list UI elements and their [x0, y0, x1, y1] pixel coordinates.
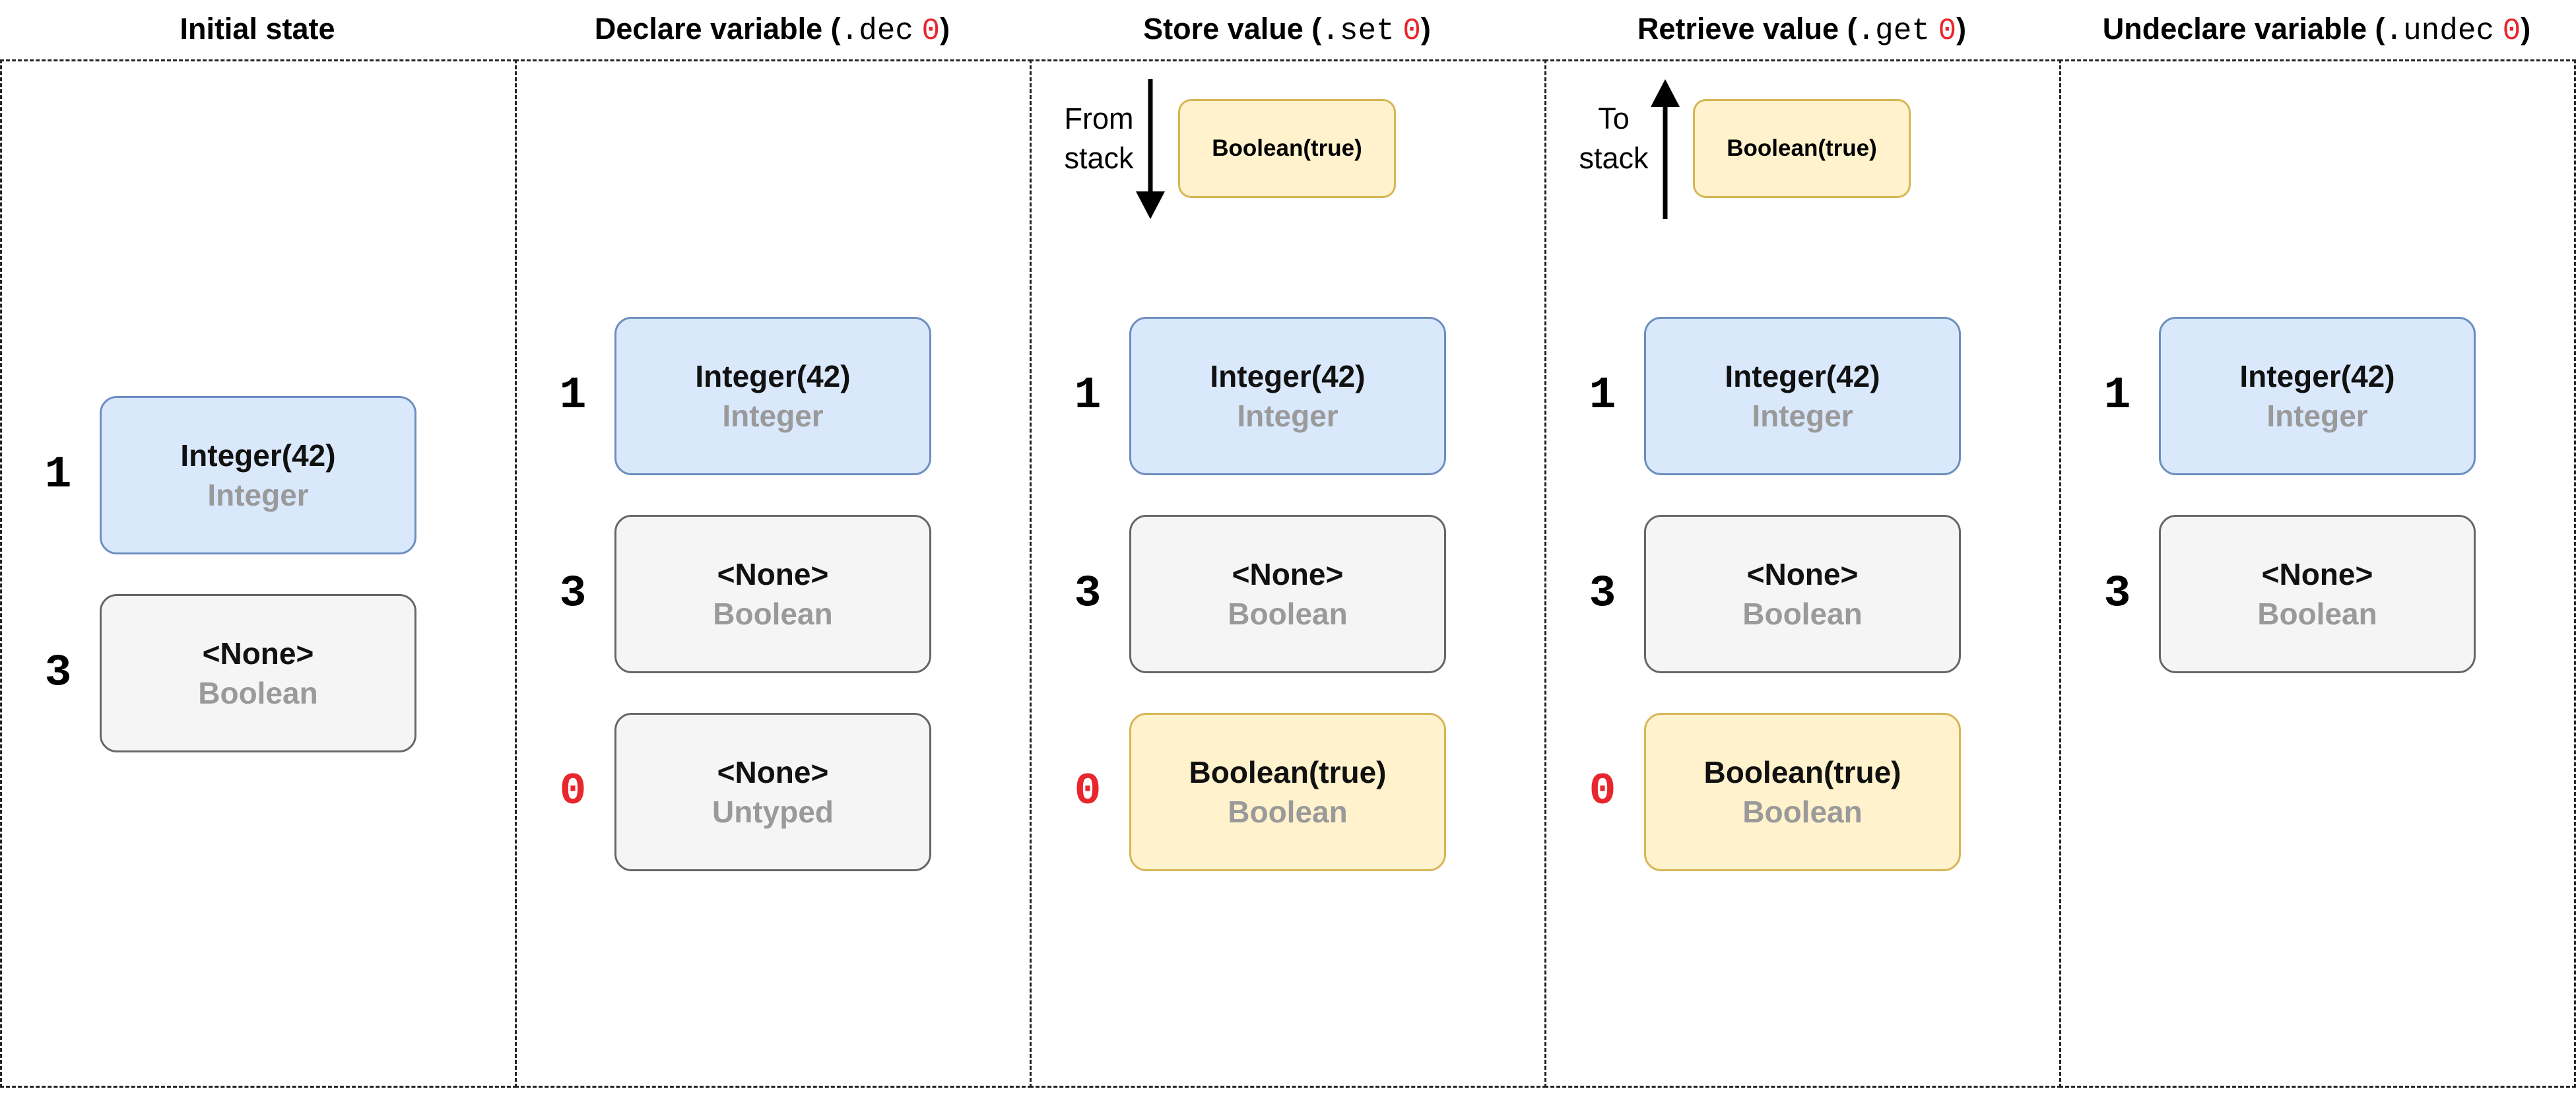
variable-type: Boolean	[1228, 795, 1348, 829]
variable-type: Integer	[1237, 399, 1338, 433]
variable-value: <None>	[2261, 557, 2373, 591]
variable-index: 3	[2103, 568, 2131, 619]
variable-index: 3	[559, 568, 587, 619]
variable-value: Integer(42)	[1725, 359, 1880, 393]
variable-box-boolean-none: <None> Boolean	[614, 515, 931, 673]
stack-value-box: Boolean(true)	[1178, 99, 1396, 198]
variable-box-boolean-none: <None> Boolean	[1644, 515, 1961, 673]
variable-index-new: 0	[1589, 766, 1616, 817]
variable-box-integer: Integer(42) Integer	[614, 317, 931, 475]
title-declare-variable: Declare variable (.dec 0)	[594, 12, 950, 48]
variable-box-boolean-set: Boolean(true) Boolean	[1644, 713, 1961, 871]
variable-box-integer: Integer(42) Integer	[100, 396, 416, 554]
variable-type: Integer	[1752, 399, 1853, 433]
variable-index-new: 0	[1074, 766, 1102, 817]
variable-type: Untyped	[712, 795, 834, 829]
variable-box-boolean-none: <None> Boolean	[1129, 515, 1446, 673]
title-retrieve-value: Retrieve value (.get 0)	[1637, 12, 1967, 48]
variable-box-integer: Integer(42) Integer	[1644, 317, 1961, 475]
variable-type: Boolean	[1742, 597, 1863, 631]
title-store-value: Store value (.set 0)	[1143, 12, 1431, 48]
stack-value-box: Boolean(true)	[1693, 99, 1911, 198]
variable-value: Integer(42)	[2239, 359, 2395, 393]
up-arrow-icon	[1651, 79, 1680, 219]
variable-value: Boolean(true)	[1189, 755, 1387, 789]
variable-type: Integer	[722, 399, 824, 433]
variable-index: 1	[1589, 370, 1616, 421]
variable-value: Integer(42)	[180, 438, 336, 473]
variable-value: <None>	[1232, 557, 1344, 591]
variable-type: Boolean	[1742, 795, 1863, 829]
variable-index: 3	[44, 647, 72, 698]
variable-value: <None>	[717, 557, 829, 591]
variable-box-integer: Integer(42) Integer	[1129, 317, 1446, 475]
variable-value: Boolean(true)	[1703, 755, 1901, 789]
variable-index: 3	[1589, 568, 1616, 619]
variable-value: <None>	[202, 636, 314, 671]
variable-index: 1	[559, 370, 587, 421]
variable-type: Integer	[2266, 399, 2368, 433]
title-undeclare-variable: Undeclare variable (.undec 0)	[2102, 12, 2531, 48]
variable-value: <None>	[1746, 557, 1859, 591]
variable-value: Integer(42)	[695, 359, 851, 393]
variable-box-boolean-none: <None> Boolean	[100, 594, 416, 752]
variable-box-boolean-set: Boolean(true) Boolean	[1129, 713, 1446, 871]
variable-value: Integer(42)	[1210, 359, 1366, 393]
variable-index: 1	[44, 449, 72, 500]
down-arrow-icon	[1136, 79, 1165, 219]
column-initial-state	[0, 59, 517, 1088]
variable-index: 1	[2103, 370, 2131, 421]
variable-index: 3	[1074, 568, 1102, 619]
variable-type: Boolean	[713, 597, 833, 631]
variable-index: 1	[1074, 370, 1102, 421]
column-undeclare-variable	[2059, 59, 2576, 1088]
variable-type: Integer	[207, 478, 309, 512]
variable-box-integer: Integer(42) Integer	[2159, 317, 2476, 475]
variable-index-new: 0	[559, 766, 587, 817]
variable-value: <None>	[717, 755, 829, 789]
variable-type: Boolean	[198, 676, 318, 710]
variable-box-boolean-none: <None> Boolean	[2159, 515, 2476, 673]
title-initial-state: Initial state	[180, 12, 335, 46]
variable-type: Boolean	[2257, 597, 2377, 631]
variable-box-untyped: <None> Untyped	[614, 713, 931, 871]
variable-type: Boolean	[1228, 597, 1348, 631]
